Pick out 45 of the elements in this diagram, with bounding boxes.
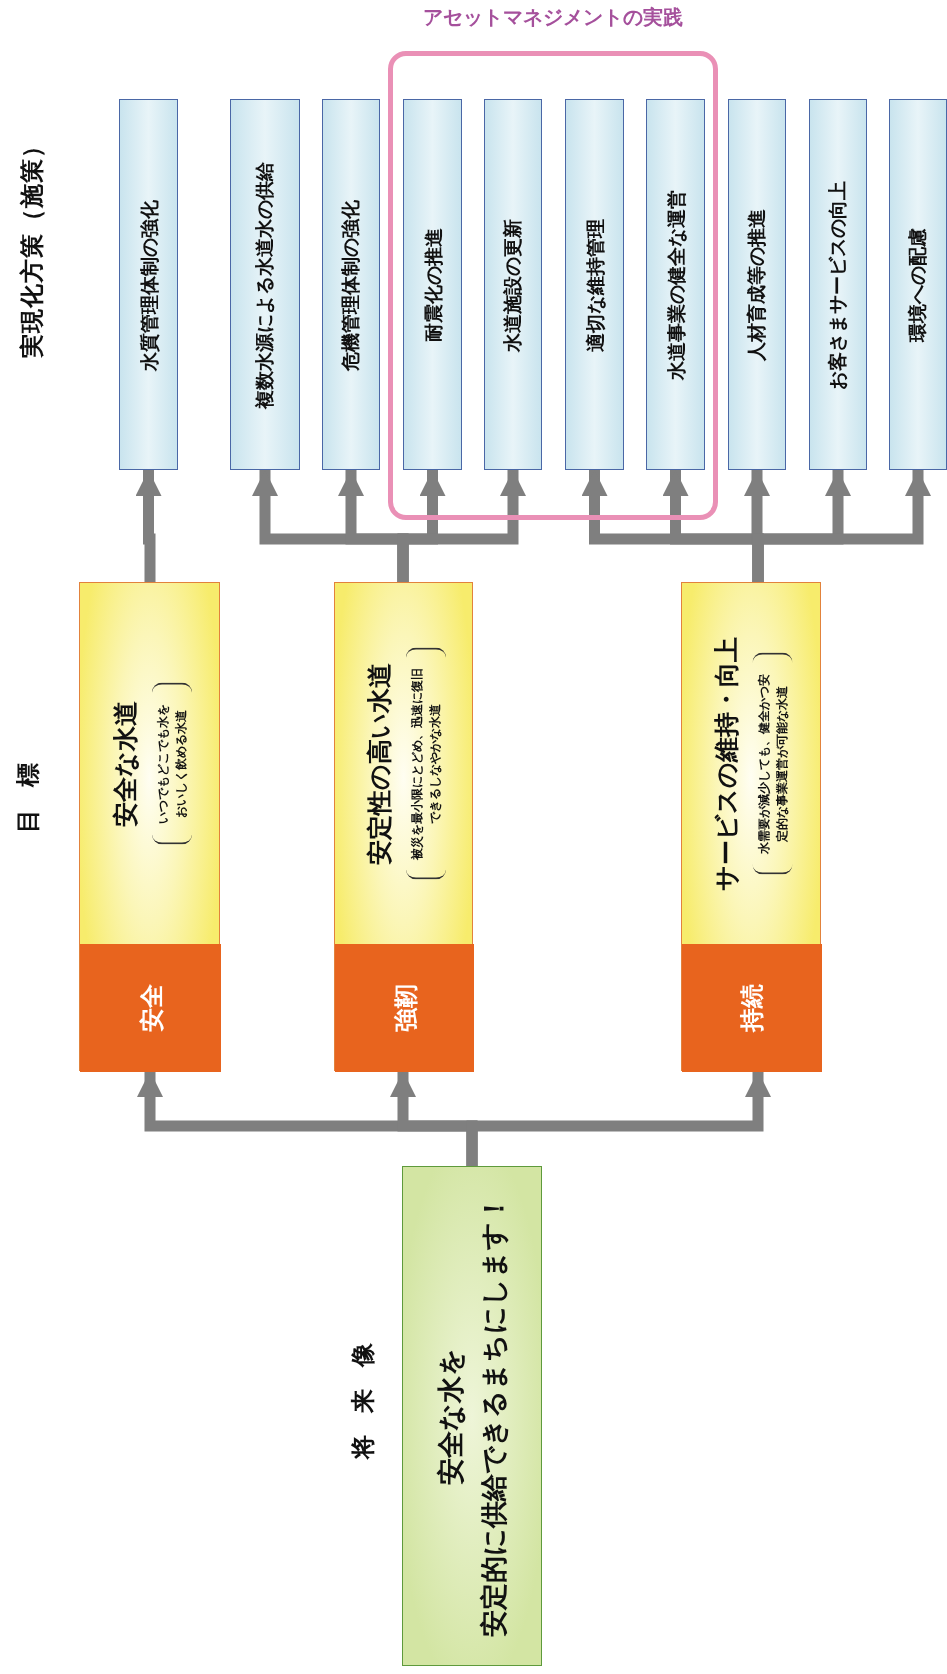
measure-box — [889, 99, 947, 470]
measure-box — [809, 99, 867, 470]
measure-box — [322, 99, 380, 470]
band-label: 強靭 — [389, 984, 420, 1032]
measure-label: 水道事業の健全な運営 — [662, 189, 688, 380]
goal-box — [79, 582, 220, 1071]
measure-box — [646, 99, 705, 470]
arrow — [466, 1071, 771, 1166]
measure-box — [728, 99, 786, 470]
vision-box — [402, 1166, 542, 1666]
measure-box — [403, 99, 462, 470]
measure-label: 複数水源による水道水の供給 — [252, 161, 276, 408]
band-label: 持続 — [737, 984, 767, 1032]
measure-label: 水質管理体制の強化 — [135, 199, 161, 370]
vision-text: 安全な水を — [433, 1347, 467, 1485]
category-band — [80, 944, 221, 1072]
goal-description: 水需要が減少しても、健全かつ安定的な事業運営が可能な水道 — [752, 652, 793, 875]
goal-title: 安全な水道 — [109, 700, 140, 827]
measure-label: 危機管理体制の強化 — [338, 199, 362, 370]
vision-text: 安定的に供給できるまちにします！ — [477, 1195, 510, 1637]
measure-box — [230, 99, 300, 470]
measure-box — [119, 99, 178, 470]
goal-description: 被災を最小限にとどめ、迅速に復旧できるしなやかな水道 — [405, 647, 445, 880]
measure-box — [565, 99, 624, 470]
goal-box — [681, 582, 821, 1071]
goal-description: いつでもどこでも水をおいしく飲める水道 — [151, 682, 191, 845]
goal-box — [334, 582, 473, 1071]
arrow — [397, 470, 526, 582]
category-band — [682, 944, 822, 1072]
category-band — [335, 944, 474, 1072]
section-label: 目標 — [13, 741, 43, 833]
measure-label: 環境への配慮 — [905, 227, 929, 342]
goal-title: 安定性の高い水道 — [363, 662, 394, 865]
measure-box — [484, 99, 542, 470]
goal-title: サービスの維持・向上 — [710, 636, 742, 891]
measure-label: 耐震化の推進 — [419, 227, 444, 342]
section-label: 将来像 — [348, 1321, 378, 1459]
group-heading: アセットマネジメントの実践 — [422, 4, 684, 31]
measure-label: 適切な維持管理 — [581, 218, 607, 351]
measure-label: お客さまサービスの向上 — [825, 180, 849, 389]
band-label: 安全 — [135, 984, 166, 1032]
measure-label: 水道施設の更新 — [500, 218, 524, 351]
section-label: 実現化方策（施策） — [17, 132, 47, 358]
measure-label: 人材育成等の推進 — [744, 208, 768, 361]
arrow — [135, 470, 162, 582]
